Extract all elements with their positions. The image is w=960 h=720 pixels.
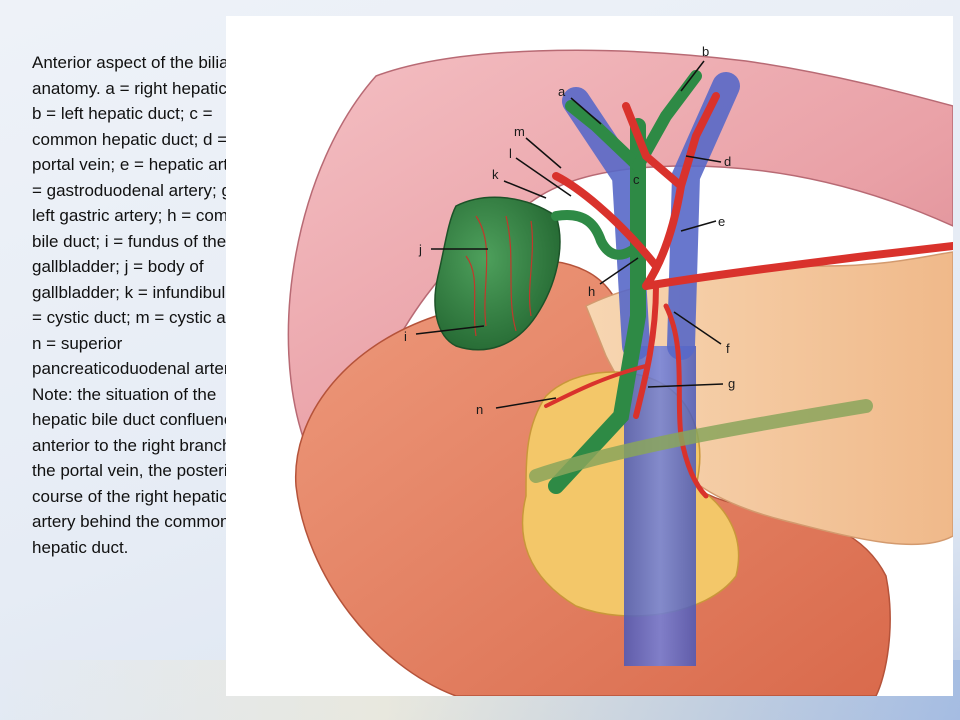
superior-pancreaticoduodenal-artery xyxy=(544,364,648,408)
gallbladder-vessels xyxy=(465,215,534,337)
hepatic-artery xyxy=(552,92,720,290)
label-c: c xyxy=(633,172,640,187)
label-m: m xyxy=(514,124,525,139)
label-b: b xyxy=(702,44,709,59)
leader-line-i xyxy=(415,325,485,335)
splenic-vein xyxy=(529,399,873,483)
leader-line-h xyxy=(599,257,639,285)
leader-line-b xyxy=(680,60,705,92)
leader-line-m xyxy=(525,137,562,169)
label-j: j xyxy=(418,242,422,257)
leader-line-a xyxy=(570,97,602,125)
label-h: h xyxy=(588,284,595,299)
leader-line-f xyxy=(673,311,722,345)
label-e: e xyxy=(718,214,725,229)
leader-line-n xyxy=(495,397,557,409)
leader-line-e xyxy=(680,220,717,232)
gastroduodenal-artery xyxy=(633,283,659,419)
right-hepatic-duct xyxy=(565,100,644,172)
portal-vein xyxy=(624,346,696,666)
label-n: n xyxy=(476,402,483,417)
common-bile-duct xyxy=(548,118,646,494)
leader-line-g xyxy=(647,383,724,388)
label-a: a xyxy=(558,84,566,99)
label-i: i xyxy=(404,329,407,344)
biliary-anatomy-diagram: b a m l k d c e j h i f g n xyxy=(287,44,953,696)
common-hepatic-artery xyxy=(642,242,953,290)
label-k: k xyxy=(492,167,499,182)
leader-line-d xyxy=(685,155,722,163)
left-gastric-artery xyxy=(663,303,709,499)
cystic-duct xyxy=(551,210,643,260)
label-d: d xyxy=(724,154,731,169)
label-l: l xyxy=(509,146,512,161)
label-f: f xyxy=(726,341,730,356)
leader-line-k xyxy=(503,180,547,199)
gallbladder xyxy=(434,196,561,351)
leader-line-l xyxy=(515,157,572,197)
anatomy-illustration: b a m l k d c e j h i f g n xyxy=(226,16,953,696)
label-g: g xyxy=(728,376,735,391)
